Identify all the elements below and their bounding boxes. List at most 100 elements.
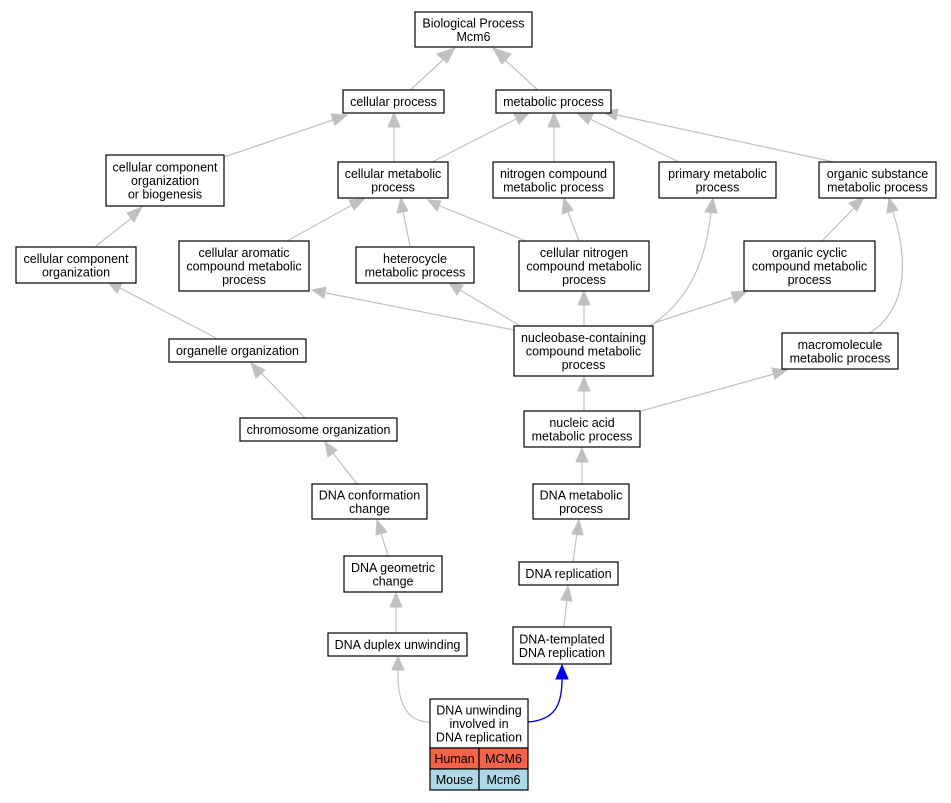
node-box	[15, 246, 137, 284]
arrowhead	[704, 196, 718, 214]
arrowhead	[396, 196, 409, 214]
node-label-line: cellular nitrogen	[540, 246, 628, 260]
node-label-line: process	[562, 358, 606, 372]
edge-ccob-cp	[223, 119, 334, 158]
node-metabolic-process[interactable]: metabolic process	[495, 89, 612, 114]
node-label-line: metabolic process	[532, 429, 633, 443]
edge-cp-bp	[407, 58, 445, 93]
arrowhead	[577, 375, 591, 392]
arrowhead	[547, 111, 561, 128]
edge-cncmp-ncmp	[567, 211, 580, 242]
arrowhead	[575, 112, 594, 125]
edge-oo-cco	[119, 287, 217, 339]
edge-leaf-dtdr-highlight	[527, 678, 563, 723]
edge-dtdr-dr	[563, 598, 568, 628]
node-label-line: process	[696, 180, 740, 194]
ortholog-mouse-species: Mouse	[436, 773, 474, 787]
node-label-line: organization	[42, 265, 110, 279]
edge-occmp-osmp	[821, 207, 855, 242]
edge-osmp-mp	[616, 114, 835, 163]
node-box	[518, 240, 650, 292]
node-label-line: organic substance	[827, 167, 929, 181]
arrowhead	[106, 281, 123, 294]
node-label-line: DNA unwinding	[436, 704, 522, 718]
arrowhead	[324, 440, 338, 458]
node-box	[178, 240, 310, 292]
edge-nbccmp-hmp	[459, 289, 523, 328]
arrowhead	[375, 518, 388, 536]
node-label-line: organelle organization	[176, 344, 299, 358]
arrowhead	[577, 289, 591, 306]
ortholog-human-gene[interactable]: MCM6	[485, 752, 522, 766]
ortholog-table: Human MCM6 Mouse Mcm6	[429, 747, 529, 791]
node-box	[327, 632, 468, 657]
node-box	[343, 555, 443, 593]
arrowhead	[387, 111, 401, 128]
node-label-line: DNA replication	[436, 731, 522, 745]
node-dna-replication[interactable]: DNA replication	[518, 561, 619, 586]
node-label-line: involved in	[449, 717, 508, 731]
node-label-line: cellular metabolic	[345, 167, 442, 181]
node-box	[337, 161, 449, 199]
edge-pmp-mp	[589, 118, 680, 163]
ortholog-mouse-gene[interactable]: Mcm6	[486, 773, 520, 787]
node-label-line: metabolic process	[503, 95, 604, 109]
node-label-line: nucleobase-containing	[521, 331, 646, 345]
node-cellular-process[interactable]: cellular process	[342, 89, 445, 114]
node-box	[311, 483, 428, 520]
arrowhead	[491, 47, 512, 65]
edge-cacmp-cmp	[286, 204, 353, 242]
edge-hmp-cmp	[402, 210, 411, 247]
node-box	[429, 698, 529, 749]
node-label-line: DNA-templated	[519, 632, 604, 646]
arrowhead	[436, 47, 457, 64]
node-box	[342, 89, 445, 114]
edge-namp-mmp	[640, 373, 775, 412]
node-organelle-organization[interactable]: organelle organization	[168, 338, 307, 363]
arrowhead	[848, 196, 866, 212]
arrowhead	[310, 286, 327, 299]
node-label-line: cellular process	[350, 95, 437, 109]
arrowhead	[575, 446, 589, 463]
node-box	[492, 161, 615, 199]
node-label-line: process	[788, 273, 832, 287]
node-chromosome-organization[interactable]: chromosome organization	[239, 417, 398, 442]
node-label-line: DNA metabolic	[540, 488, 623, 502]
node-box	[781, 332, 899, 370]
node-label-line: chromosome organization	[247, 423, 391, 437]
node-label-line: DNA duplex unwinding	[335, 638, 461, 652]
node-box	[532, 483, 630, 520]
node-label-line: metabolic process	[365, 265, 466, 279]
edge-cco-ccob	[95, 216, 134, 247]
node-label-line: DNA replication	[525, 567, 611, 581]
node-dna-duplex-unwinding[interactable]: DNA duplex unwinding	[327, 632, 468, 657]
node-label-line: cellular aromatic	[198, 246, 289, 260]
arrowhead	[560, 584, 573, 602]
node-label-line: compound metabolic	[752, 260, 867, 274]
edge-dgc-dcc	[380, 532, 389, 557]
node-box	[355, 246, 475, 284]
node-label-line: process	[559, 502, 603, 516]
node-box	[512, 626, 612, 665]
